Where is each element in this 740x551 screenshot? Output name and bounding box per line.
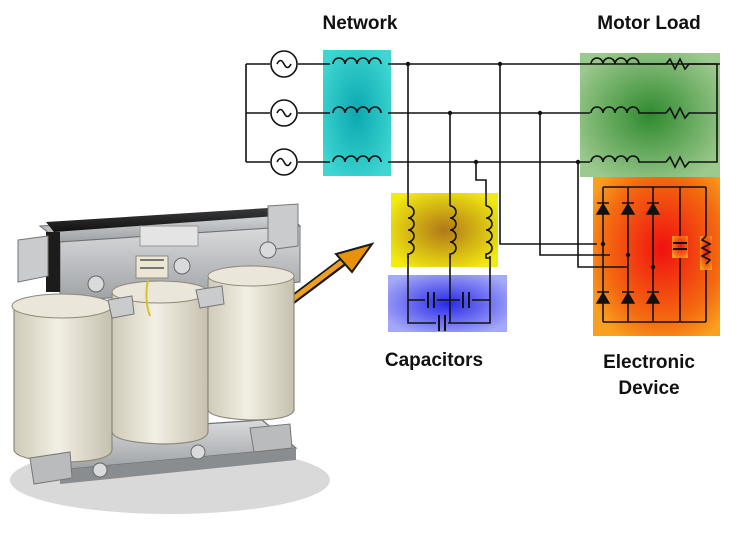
bridge-capacitor-icon [673, 242, 687, 250]
cap-branch [407, 256, 491, 324]
network-inductors [332, 57, 382, 163]
capacitor-icon [427, 292, 470, 331]
network-label: Network [322, 13, 398, 34]
inductor-coil-icon [407, 205, 493, 259]
diode-icon [595, 202, 661, 304]
motor-neutral [693, 63, 718, 163]
resistor-icon [665, 57, 693, 169]
elec-tap-3 [577, 162, 627, 268]
three-phase-reactor-image [10, 203, 330, 514]
ac-source-icon [270, 50, 298, 176]
electronic-device-label-line2: Device [618, 378, 680, 399]
capacitor-inductor-block [391, 193, 498, 267]
elec-tap-1 [499, 64, 597, 245]
motor-load-label: Motor Load [597, 13, 701, 34]
bridge-resistor-icon [700, 235, 712, 265]
motor-load-block [580, 53, 720, 177]
capacitors-label: Capacitors [384, 350, 484, 371]
cap-tap-3 [475, 162, 487, 206]
electronic-device-label-line1: Electronic [603, 352, 695, 373]
junction-dots [405, 61, 656, 270]
electronic-device-label: Electronic Device [574, 350, 724, 402]
motor-windings [590, 57, 666, 163]
elec-tap-2 [539, 113, 610, 256]
source-bus [245, 63, 270, 163]
